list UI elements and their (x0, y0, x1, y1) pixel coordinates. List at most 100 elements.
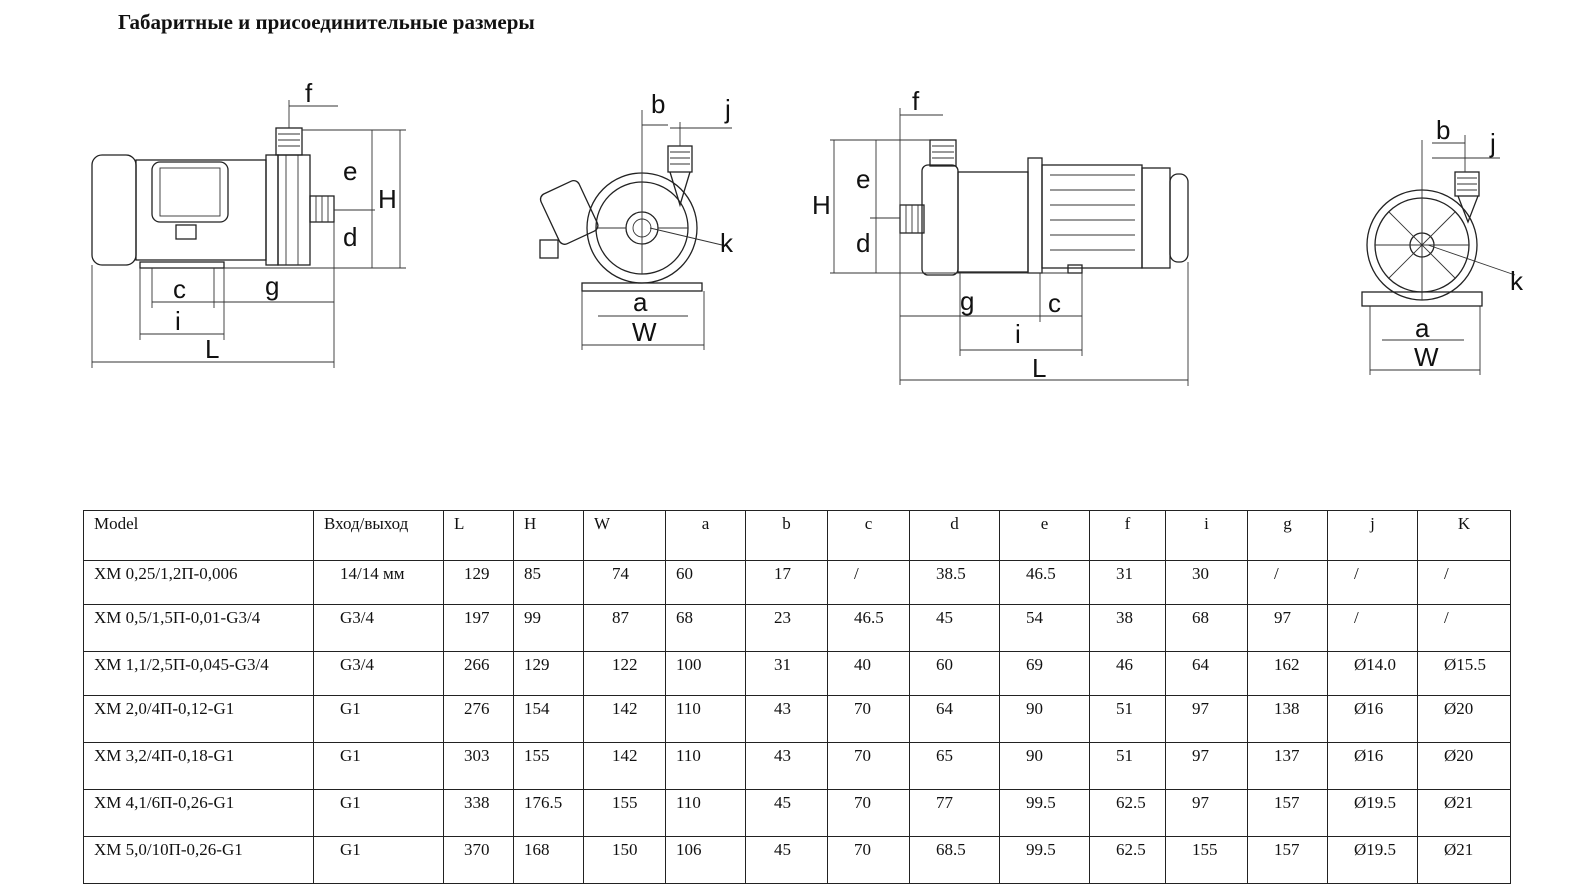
dim-label-g: g (960, 286, 974, 316)
cell-i: 97 (1165, 695, 1248, 743)
cell-d: 77 (909, 789, 1000, 837)
dim-label-i: i (175, 306, 181, 336)
cell-inlet-outlet: G1 (313, 742, 444, 790)
dim-label-e: e (343, 156, 357, 186)
pump-side-view-large: f H e d g c i L (812, 86, 1189, 386)
cell-b: 31 (745, 651, 828, 696)
cell-L: 197 (443, 604, 514, 652)
col-header-model: Model (83, 510, 314, 561)
cell-j: / (1327, 560, 1418, 605)
dim-label-e: e (856, 164, 870, 194)
dim-label-H: H (812, 190, 831, 220)
cell-c: 46.5 (827, 604, 910, 652)
table-row: XM 5,0/10П-0,26-G1 G1 370 168 150 106 45… (83, 836, 1511, 884)
cell-f: 62.5 (1089, 836, 1166, 884)
cell-b: 17 (745, 560, 828, 605)
cell-i: 97 (1165, 789, 1248, 837)
cell-i: 155 (1165, 836, 1248, 884)
cell-a: 110 (665, 742, 746, 790)
page-title: Габаритные и присоединительные размеры (118, 10, 535, 34)
cell-j: Ø16 (1327, 742, 1418, 790)
cell-model: XM 2,0/4П-0,12-G1 (83, 695, 314, 743)
cell-L: 338 (443, 789, 514, 837)
col-header-inlet-outlet: Вход/выход (313, 510, 444, 561)
col-header-c: c (827, 510, 910, 561)
dimensions-table: Model Вход/выход L H W a b c d e f i g j… (83, 510, 1511, 884)
cell-g: 138 (1247, 695, 1328, 743)
cell-a: 110 (665, 695, 746, 743)
cell-H: 129 (513, 651, 584, 696)
cell-W: 122 (583, 651, 666, 696)
cell-d: 68.5 (909, 836, 1000, 884)
cell-d: 45 (909, 604, 1000, 652)
cell-b: 45 (745, 836, 828, 884)
cell-W: 74 (583, 560, 666, 605)
cell-e: 54 (999, 604, 1090, 652)
cell-c: 70 (827, 695, 910, 743)
cell-j: Ø16 (1327, 695, 1418, 743)
cell-j: Ø19.5 (1327, 789, 1418, 837)
cell-H: 154 (513, 695, 584, 743)
cell-b: 43 (745, 742, 828, 790)
cell-c: 70 (827, 789, 910, 837)
dim-label-W: W (632, 317, 657, 347)
dim-label-k: k (720, 228, 734, 258)
cell-f: 51 (1089, 742, 1166, 790)
col-header-j: j (1327, 510, 1418, 561)
cell-b: 45 (745, 789, 828, 837)
table-row: XM 0,25/1,2П-0,006 14/14 мм 129 85 74 60… (83, 560, 1511, 605)
cell-W: 155 (583, 789, 666, 837)
cell-model: XM 0,25/1,2П-0,006 (83, 560, 314, 605)
cell-j: / (1327, 604, 1418, 652)
cell-W: 142 (583, 742, 666, 790)
cell-i: 97 (1165, 742, 1248, 790)
dim-label-a: a (1415, 313, 1430, 343)
cell-inlet-outlet: G3/4 (313, 604, 444, 652)
pump-front-view-small: b j k a W (539, 89, 734, 350)
dim-label-j: j (1489, 128, 1496, 158)
col-header-g: g (1247, 510, 1328, 561)
cell-H: 85 (513, 560, 584, 605)
dim-label-L: L (205, 334, 219, 364)
cell-i: 30 (1165, 560, 1248, 605)
dim-label-a: a (633, 287, 648, 317)
col-header-f: f (1089, 510, 1166, 561)
cell-a: 60 (665, 560, 746, 605)
cell-L: 303 (443, 742, 514, 790)
cell-j: Ø14.0 (1327, 651, 1418, 696)
dim-label-i: i (1015, 319, 1021, 349)
table-row: XM 2,0/4П-0,12-G1 G1 276 154 142 110 43 … (83, 695, 1511, 743)
cell-e: 99.5 (999, 836, 1090, 884)
cell-g: 97 (1247, 604, 1328, 652)
cell-inlet-outlet: 14/14 мм (313, 560, 444, 605)
dim-label-f: f (305, 78, 313, 108)
dim-label-g: g (265, 271, 279, 301)
cell-model: XM 0,5/1,5П-0,01-G3/4 (83, 604, 314, 652)
cell-a: 110 (665, 789, 746, 837)
dim-label-k: k (1510, 266, 1524, 296)
table-header-row: Model Вход/выход L H W a b c d e f i g j… (83, 510, 1511, 561)
cell-g: 157 (1247, 836, 1328, 884)
cell-L: 266 (443, 651, 514, 696)
cell-b: 23 (745, 604, 828, 652)
cell-K: Ø15.5 (1417, 651, 1511, 696)
cell-model: XM 5,0/10П-0,26-G1 (83, 836, 314, 884)
cell-i: 64 (1165, 651, 1248, 696)
col-header-L: L (443, 510, 514, 561)
cell-H: 168 (513, 836, 584, 884)
dim-label-d: d (856, 228, 870, 258)
cell-c: / (827, 560, 910, 605)
cell-d: 65 (909, 742, 1000, 790)
cell-W: 150 (583, 836, 666, 884)
cell-f: 62.5 (1089, 789, 1166, 837)
col-header-W: W (583, 510, 666, 561)
table-row: XM 4,1/6П-0,26-G1 G1 338 176.5 155 110 4… (83, 789, 1511, 837)
cell-d: 64 (909, 695, 1000, 743)
pump-side-view-small: f e H d c g i L (91, 78, 406, 368)
cell-inlet-outlet: G1 (313, 836, 444, 884)
cell-d: 60 (909, 651, 1000, 696)
col-header-K: K (1417, 510, 1511, 561)
col-header-a: a (665, 510, 746, 561)
dim-label-j: j (724, 94, 731, 124)
cell-L: 129 (443, 560, 514, 605)
